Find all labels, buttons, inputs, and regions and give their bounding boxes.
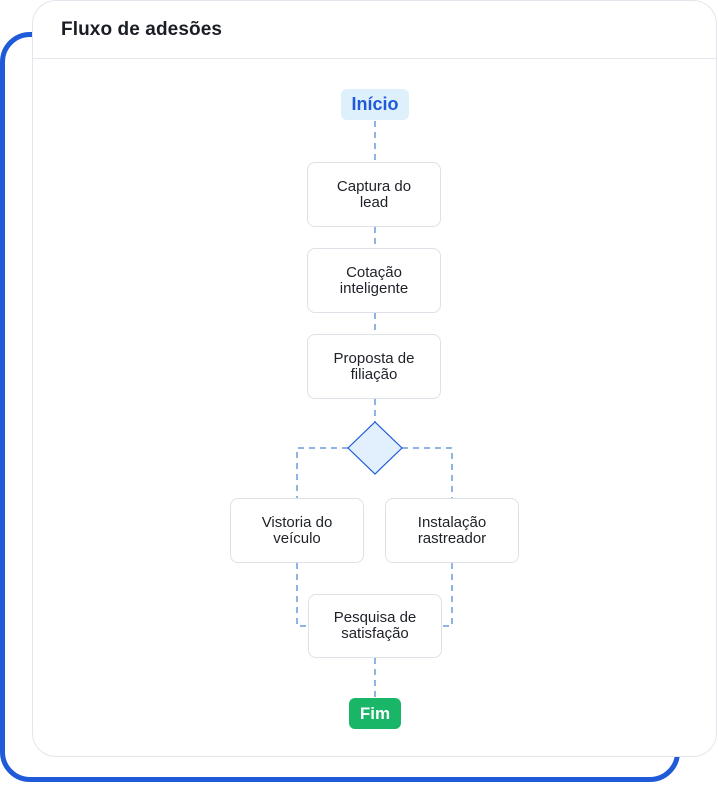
connector-decision-right [402, 447, 453, 498]
step-instalacao-rastreador: Instalação rastreador [385, 498, 519, 563]
flow-diagram: Início Captura do lead Cotação inteligen… [33, 1, 716, 756]
connector-right-merge [442, 563, 453, 627]
end-node: Fim [349, 698, 401, 729]
step-pesquisa-satisfacao: Pesquisa de satisfação [308, 594, 442, 658]
flow-card: Fluxo de adesões Início Captura do lead … [32, 0, 717, 757]
step-proposta-filiacao: Proposta de filiação [307, 334, 441, 399]
card-title: Fluxo de adesões [61, 18, 223, 40]
step-captura-lead: Captura do lead [307, 162, 441, 227]
start-node: Início [341, 89, 409, 120]
connector-left-merge [296, 563, 309, 627]
card-header: Fluxo de adesões [33, 1, 716, 59]
decision-diamond [347, 421, 403, 475]
connector-lines [296, 121, 453, 698]
connector-decision-left [296, 447, 348, 498]
step-vistoria-veiculo: Vistoria do veículo [230, 498, 364, 563]
step-cotacao-inteligente: Cotação inteligente [307, 248, 441, 313]
